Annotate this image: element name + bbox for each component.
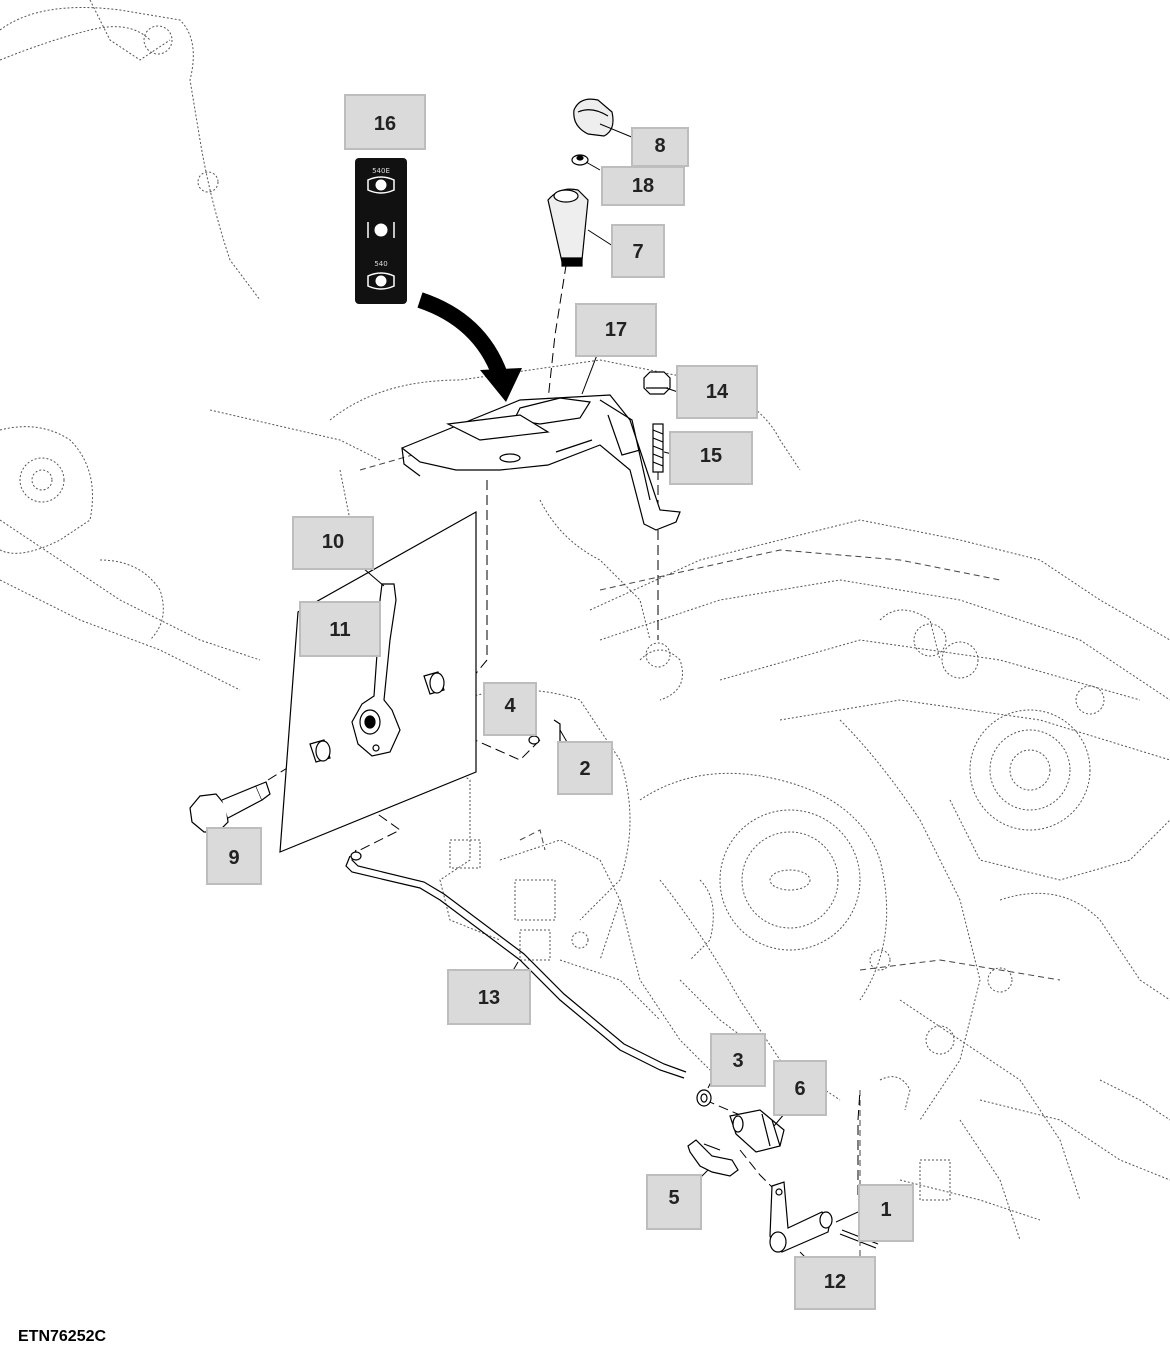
background-housing: [0, 0, 1170, 1241]
part-8-knob-cap: [573, 98, 614, 137]
callout-15: 15: [669, 431, 753, 485]
svg-text:9: 9: [228, 847, 239, 869]
part-9-shoulder-bolt: [189, 781, 271, 833]
svg-text:10: 10: [322, 531, 344, 553]
callout-10: 10: [292, 516, 374, 570]
svg-text:8: 8: [654, 135, 665, 157]
svg-text:13: 13: [478, 987, 500, 1009]
svg-text:14: 14: [706, 381, 729, 403]
part-7-handle: [547, 188, 589, 267]
svg-text:17: 17: [605, 319, 627, 341]
callout-18: 18: [601, 166, 685, 206]
svg-text:6: 6: [794, 1078, 805, 1100]
callout-6: 6: [773, 1060, 827, 1116]
pto-icon-neutral: [367, 222, 395, 238]
callout-3: 3: [710, 1033, 766, 1087]
callout-16: 16: [344, 94, 426, 150]
part-3-washer: [696, 1089, 712, 1107]
decal-top-label: 540E: [372, 167, 390, 175]
callout-13: 13: [447, 969, 531, 1025]
part-6-clevis: [729, 1109, 785, 1153]
part-13-shift-rod: [345, 849, 687, 1079]
decal-bottom-label: 540: [374, 260, 387, 268]
arrow-decal-to-bracket: [417, 292, 522, 402]
callout-5: 5: [646, 1174, 702, 1230]
callout-1: 1: [858, 1184, 914, 1242]
pto-icon-540e: [367, 176, 395, 194]
svg-text:3: 3: [732, 1050, 743, 1072]
callout-8: 8: [631, 127, 689, 167]
svg-text:12: 12: [824, 1271, 846, 1293]
part-16-decal: 540E 540: [355, 158, 407, 304]
svg-text:18: 18: [632, 175, 654, 197]
part-18-nut: [571, 154, 589, 166]
part-12-lever-arm: [769, 1181, 833, 1253]
callout-boxes: 16 8 18 7 17 14 15 10: [206, 94, 914, 1310]
svg-text:1: 1: [880, 1199, 891, 1221]
callout-7: 7: [611, 224, 665, 278]
callout-9: 9: [206, 827, 262, 885]
svg-text:15: 15: [700, 445, 722, 467]
callout-17: 17: [575, 303, 657, 357]
svg-text:16: 16: [374, 113, 396, 135]
svg-text:7: 7: [632, 241, 643, 263]
part-11-shift-lever: [351, 583, 401, 757]
callout-2: 2: [557, 741, 613, 795]
bushing-lower: [309, 739, 331, 763]
part-5-spring-clip: [687, 1139, 739, 1177]
pto-icon-540: [367, 272, 395, 290]
part-17-shift-bracket: [400, 394, 681, 531]
svg-text:11: 11: [329, 619, 350, 641]
callout-11: 11: [299, 601, 381, 657]
part-15-stud: [652, 423, 664, 473]
part-14-flange-nut: [643, 371, 671, 395]
drawing-id-label: ETN76252C: [18, 1328, 107, 1345]
bushing-upper: [423, 671, 445, 695]
part-4-washer: [528, 735, 540, 745]
callout-4: 4: [483, 682, 537, 736]
svg-text:4: 4: [504, 695, 516, 717]
svg-text:5: 5: [668, 1187, 679, 1209]
part-2-cotter-pin: [553, 719, 561, 744]
callout-14: 14: [676, 365, 758, 419]
svg-text:2: 2: [579, 758, 590, 780]
callout-12: 12: [794, 1256, 876, 1310]
